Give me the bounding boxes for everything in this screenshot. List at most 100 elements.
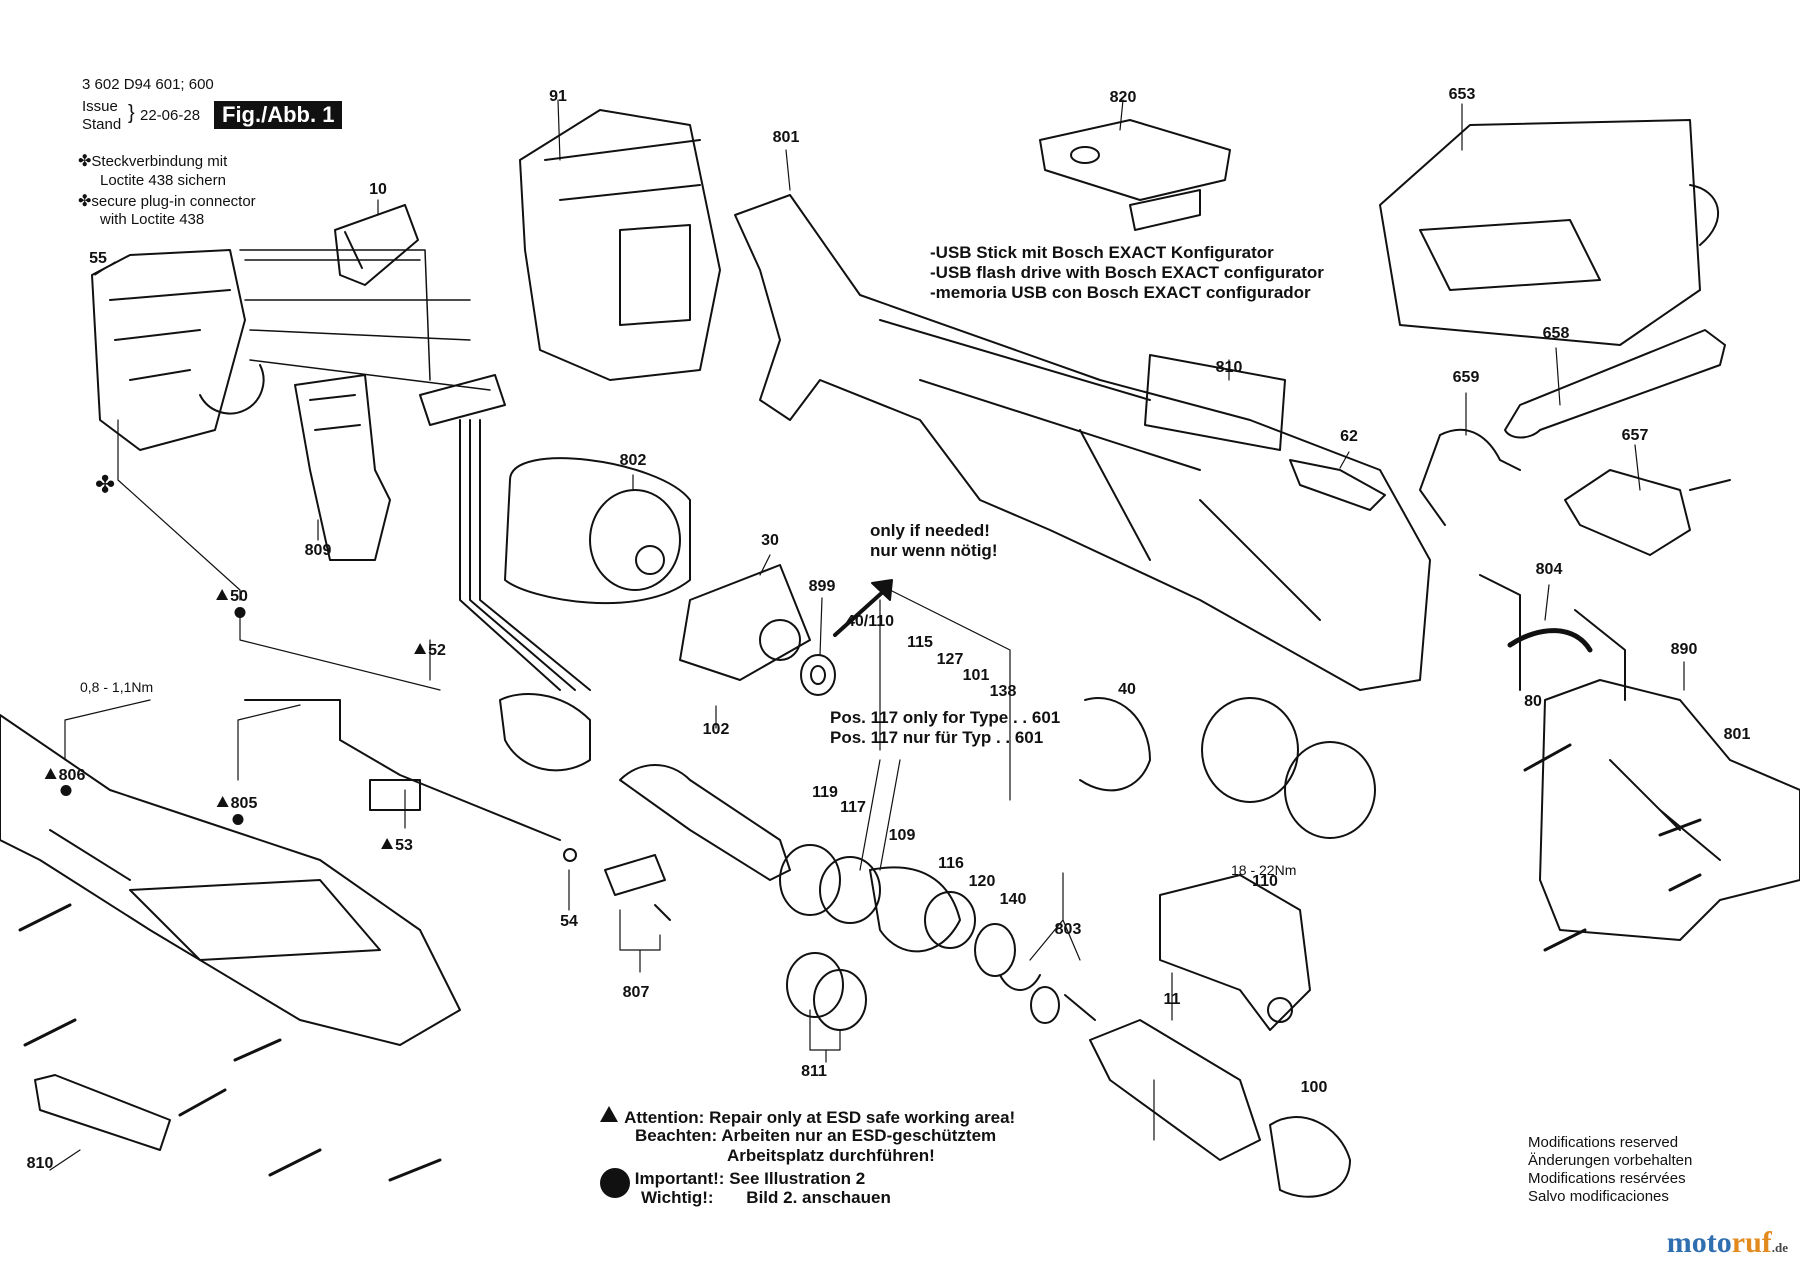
issue-label: Issue xyxy=(82,98,118,115)
part-label-91: 91 xyxy=(549,88,567,105)
part-label-116: 116 xyxy=(938,855,964,872)
part-807-block xyxy=(604,854,666,896)
attention-key-1: Attention: xyxy=(624,1108,705,1127)
part-11-shape xyxy=(1089,1019,1261,1161)
triangle-icon xyxy=(216,796,229,807)
part-804-ring xyxy=(1507,628,1593,653)
loctite-note-en-1: secure plug-in connector xyxy=(91,193,256,210)
part-label-809: 809 xyxy=(304,542,332,559)
dot-marker-50 xyxy=(234,605,246,623)
torque-2: 18 - 22Nm xyxy=(1231,862,1297,878)
part-140-clip xyxy=(999,974,1041,991)
modifications-de: Änderungen vorbehalten xyxy=(1528,1152,1693,1169)
right-housing-detail xyxy=(1609,759,1721,861)
usb-note-es: -memoria USB con Bosch EXACT configurado… xyxy=(930,283,1311,302)
part-label-101: 101 xyxy=(962,667,990,684)
attention-value-1: Repair only at ESD safe working area! xyxy=(709,1108,1016,1127)
lower-left-housing xyxy=(0,714,461,1046)
attention-key-2: Beachten: xyxy=(635,1126,718,1145)
part-653-cord xyxy=(1689,184,1719,246)
part-657-shaft xyxy=(1689,479,1731,491)
part-label-657: 657 xyxy=(1621,427,1649,444)
loctite-note-en-2: with Loctite 438 xyxy=(100,211,205,228)
part-label-805: 805 xyxy=(216,795,258,813)
part-label-140: 140 xyxy=(999,891,1027,908)
attention-row-4: Wichtig!: Bild 2. anschauen xyxy=(641,1188,891,1208)
lower-left-screws xyxy=(18,903,442,1182)
watermark-part-b: ruf xyxy=(1731,1226,1772,1259)
attention-value-4: Bild 2. anschauen xyxy=(746,1188,891,1207)
part-30-ring xyxy=(759,619,801,661)
attention-key-4: Wichtig!: xyxy=(641,1188,714,1207)
part-oring-b xyxy=(1284,741,1376,839)
modifications-fr: Modifications resérvées xyxy=(1528,1170,1686,1187)
part-label-53-text: 53 xyxy=(395,837,413,854)
triangle-icon xyxy=(381,838,394,849)
warning-triangle-icon xyxy=(600,1106,618,1122)
part-label-801: 801 xyxy=(772,129,800,146)
part-label-40-110: 40/110 xyxy=(845,613,895,630)
part-label-117: 117 xyxy=(840,799,866,816)
part-label-653: 653 xyxy=(1448,86,1476,103)
part-55-shape xyxy=(91,249,246,451)
dot-icon xyxy=(60,785,72,796)
usb-note-de: -USB Stick mit Bosch EXACT Konfigurator xyxy=(930,243,1274,262)
club-marker: ✤ xyxy=(95,471,115,500)
part-label-810: 810 xyxy=(1215,359,1243,376)
attention-value-2b: Arbeitsplatz durchführen! xyxy=(727,1146,935,1165)
part-809-detail xyxy=(309,394,361,431)
attention-row-2: Beachten: Arbeiten nur an ESD-geschützte… xyxy=(635,1126,996,1146)
part-label-50-text: 50 xyxy=(230,588,248,605)
part-820-usb xyxy=(1039,119,1231,201)
part-label-658: 658 xyxy=(1542,325,1570,342)
right-housing-view xyxy=(1539,679,1800,941)
modifications-en: Modifications reserved xyxy=(1528,1134,1679,1151)
part-899-washer xyxy=(800,654,836,696)
dot-icon xyxy=(232,814,244,825)
part-659-clip xyxy=(1419,428,1521,526)
needed-note-de: nur wenn nötig! xyxy=(870,541,998,560)
part-54-tip xyxy=(563,848,577,862)
doc-number: 3 602 D94 601; 600 xyxy=(82,76,214,93)
needed-arrow xyxy=(833,588,887,637)
part-label-810-lower: 810 xyxy=(26,1155,54,1172)
watermark-part-c: .de xyxy=(1771,1240,1788,1255)
part-label-50: 50 xyxy=(216,588,248,606)
part-801-detail xyxy=(879,319,1321,621)
attention-key-3: Important!: xyxy=(634,1169,725,1188)
attention-row-1: Attention: Repair only at ESD safe worki… xyxy=(600,1106,1015,1128)
part-label-100: 100 xyxy=(1300,1079,1328,1096)
part-label-806-text: 806 xyxy=(58,767,86,784)
part-label-30: 30 xyxy=(761,532,779,549)
part-label-115: 115 xyxy=(907,634,933,651)
part-53-connector xyxy=(369,779,421,811)
part-807-spring xyxy=(654,904,671,921)
dot-marker-805 xyxy=(232,812,244,830)
part-802-end xyxy=(589,489,681,591)
part-label-62: 62 xyxy=(1340,428,1358,445)
part-802-shaft xyxy=(635,545,665,575)
part-810-strip-lower xyxy=(34,1074,171,1151)
loctite-note-de-1: Steckverbindung mit xyxy=(91,153,228,170)
part-label-119: 119 xyxy=(812,784,838,801)
part-110-angle-head xyxy=(1159,874,1311,1031)
triangle-icon xyxy=(216,589,229,600)
part-801-housing xyxy=(734,194,1431,691)
part-109-spring xyxy=(869,866,961,953)
part-label-807: 807 xyxy=(622,984,650,1001)
figure-label: Fig./Abb. 1 xyxy=(214,101,343,129)
part-label-804: 804 xyxy=(1535,561,1563,578)
part-label-54: 54 xyxy=(560,913,578,930)
part-label-52-text: 52 xyxy=(428,642,446,659)
part-label-120: 120 xyxy=(968,873,996,890)
part-label-805-text: 805 xyxy=(230,795,258,812)
part-55-detail xyxy=(109,289,231,381)
loctite-note-en: ✤secure plug-in connector xyxy=(78,193,256,211)
part-91-battery xyxy=(519,109,721,381)
part-label-102: 102 xyxy=(702,721,730,738)
part-label-109: 109 xyxy=(888,827,916,844)
part-62-shape xyxy=(1289,459,1386,511)
part-820-plug xyxy=(1129,189,1201,231)
